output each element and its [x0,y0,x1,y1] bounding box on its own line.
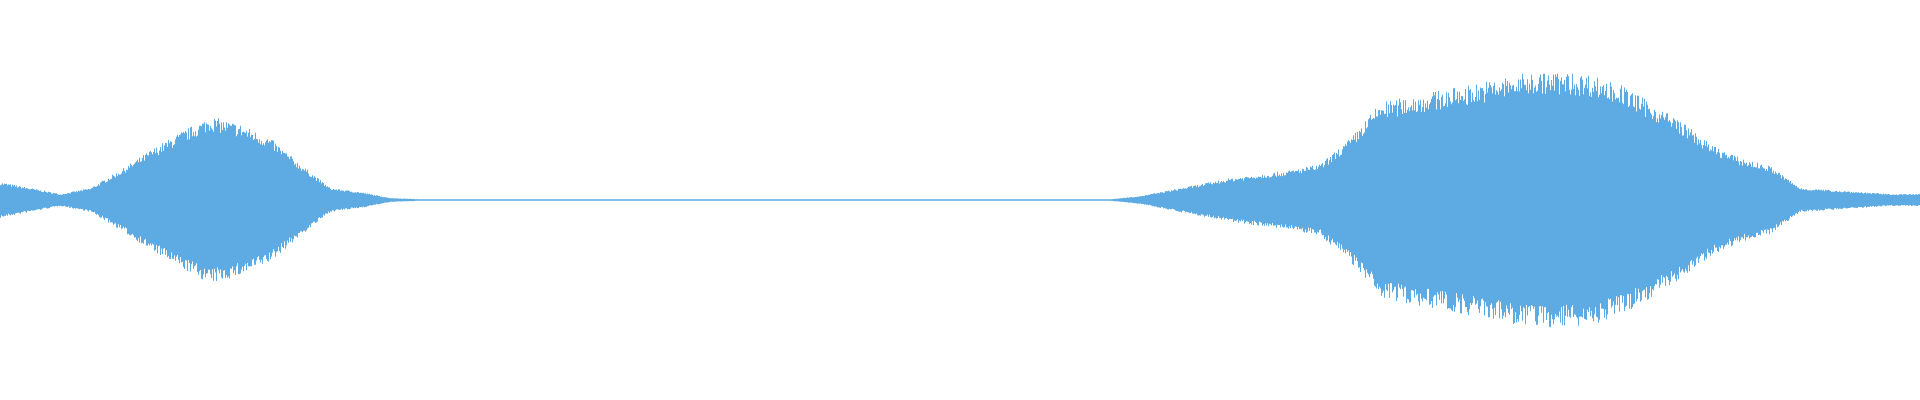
waveform-canvas[interactable] [0,0,1920,400]
audio-waveform[interactable] [0,0,1920,400]
